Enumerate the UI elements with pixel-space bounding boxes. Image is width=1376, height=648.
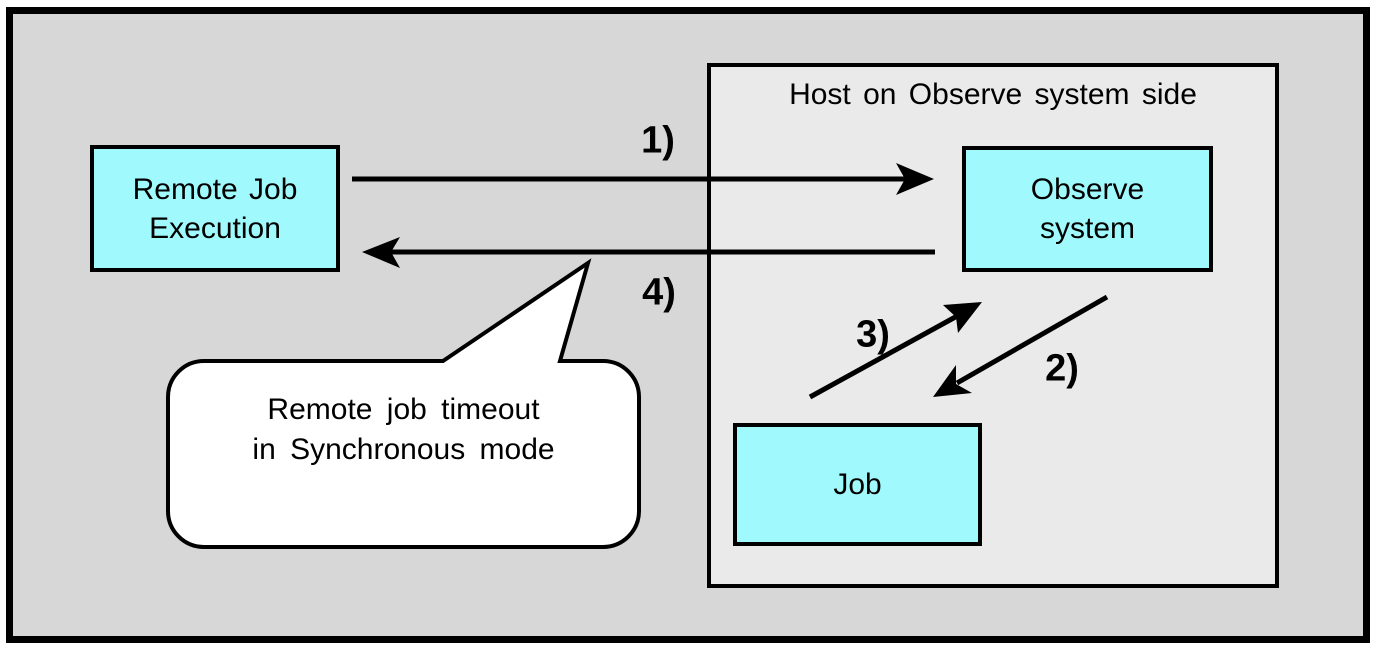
arrow-4-label: 4): [642, 271, 676, 314]
arrow-1-label: 1): [641, 119, 675, 162]
arrow-2-label: 2): [1045, 347, 1079, 390]
arrow-3-label: 3): [856, 313, 890, 356]
node-remote-job-execution-label-line1: Remote Job: [132, 172, 298, 206]
node-job-label: Job: [833, 468, 882, 501]
node-job: Job: [733, 423, 982, 546]
host-container-title: Host on Observe system side: [789, 78, 1197, 111]
node-remote-job-execution: Remote Job Execution: [90, 145, 340, 272]
node-observe-system: Observe system: [962, 146, 1213, 272]
node-observe-system-label-line1: Observe: [1030, 173, 1145, 206]
callout-text: Remote job timeout in Synchronous mode: [168, 390, 639, 470]
callout-text-line2: in Synchronous mode: [252, 433, 555, 466]
callout-text-line1: Remote job timeout: [267, 393, 540, 426]
node-observe-system-label-line2: system: [1039, 212, 1135, 245]
node-remote-job-execution-label-line2: Execution: [149, 211, 281, 245]
